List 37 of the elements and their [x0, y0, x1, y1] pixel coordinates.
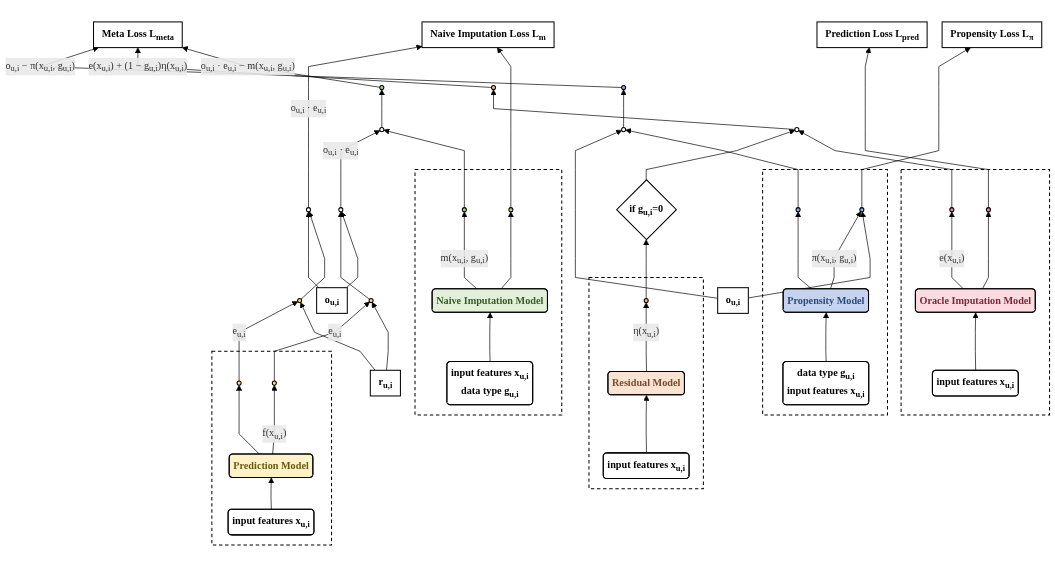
model-box: Naive Imputation Model [431, 288, 548, 313]
model-box: Oracle Imputation Model [914, 288, 1036, 313]
operator-circle [379, 127, 385, 133]
operator-circle [508, 207, 514, 213]
loss-box: Naive Imputation Loss L$_{m}$ [421, 21, 555, 49]
operator-circle [271, 380, 277, 386]
variable-box: r$_{u,i}$ [369, 369, 401, 397]
operator-circle [379, 85, 385, 91]
operator-circle [338, 207, 344, 213]
operator-circle [794, 127, 800, 133]
operator-circle [859, 207, 865, 213]
operator-circle [490, 85, 497, 91]
operator-circle [621, 127, 627, 133]
operator-circle [949, 207, 955, 213]
operator-circle [236, 380, 242, 386]
operator-circle [297, 298, 303, 304]
loss-box: Prediction Loss L$_{pred}$ [816, 21, 928, 49]
operator-circle [621, 85, 627, 91]
operator-circle [368, 298, 374, 304]
operator-circle [643, 298, 649, 304]
model-box: Residual Model [607, 370, 685, 396]
input-features-panel: input features x$_{u,i}$ [227, 508, 315, 536]
operator-circle [305, 207, 312, 213]
operator-circle [985, 207, 991, 213]
input-features-panel: data type g$_{u,i}$ input features x$_{u,i}$ [782, 361, 870, 406]
model-box: Propensity Model [782, 288, 870, 313]
variable-box: o$_{u,i}$ [316, 287, 348, 314]
operator-circle [461, 207, 467, 213]
loss-box: Meta Loss L$_{meta}$ [93, 21, 183, 49]
operator-circle [795, 207, 801, 213]
input-features-panel: input features x$_{u,i}$ data type g$_{u,i}$ [446, 361, 534, 406]
decision-diamond: if g$_{u,i}$=0 [615, 179, 678, 241]
loss-box: Propensity Loss L$_{π}$ [941, 21, 1043, 49]
input-features-panel: input features x$_{u,i}$ [931, 369, 1019, 397]
model-box: Prediction Model [228, 453, 314, 478]
input-features-panel: input features x$_{u,i}$ [602, 452, 690, 480]
variable-box: o$_{u,i}$ [717, 287, 749, 314]
